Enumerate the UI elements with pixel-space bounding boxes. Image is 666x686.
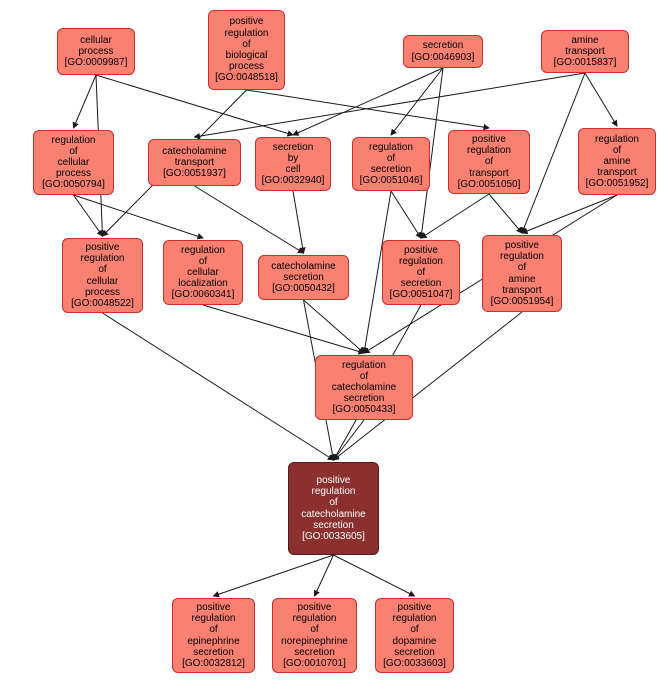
go-node-GO-0015837[interactable]: amine transport[GO:0015837]	[541, 30, 629, 73]
go-term-name: regulation of catecholamine secretion	[331, 359, 397, 405]
go-term-name: catecholamine secretion	[271, 260, 336, 283]
go-node-GO-0032812[interactable]: positive regulation of epinephrine secre…	[172, 598, 255, 673]
go-term-accession: [GO:0046903]	[411, 51, 475, 63]
edge-prt-prat	[488, 193, 523, 234]
go-term-name: positive regulation of biological proces…	[224, 16, 269, 73]
edge-rcp-prcp	[73, 194, 104, 237]
go-node-GO-0051050[interactable]: positive regulation of transport[GO:0051…	[448, 130, 530, 194]
edge-rcs-prcs	[332, 419, 365, 461]
go-node-GO-0010701[interactable]: positive regulation of norepinephrine se…	[272, 598, 357, 673]
go-node-GO-0051937[interactable]: catecholamine transport[GO:0051937]	[148, 139, 241, 186]
go-term-name: positive regulation of amine transport	[500, 239, 544, 296]
go-term-accession: [GO:0048518]	[215, 72, 278, 84]
edge-prcs-pres	[212, 554, 334, 598]
go-node-GO-0050433[interactable]: regulation of catecholamine secretion[GO…	[315, 355, 413, 420]
go-node-GO-0050794[interactable]: regulation of cellular process[GO:005079…	[33, 130, 114, 195]
go-term-name: positive regulation of dopamine secretio…	[392, 601, 437, 658]
go-node-GO-0009987[interactable]: cellular process[GO:0009987]	[57, 28, 135, 75]
edge-rcp-rcl	[73, 194, 204, 240]
edge-at-prat	[521, 72, 586, 234]
edge-at-rat	[584, 72, 618, 127]
go-term-name: positive regulation of transport	[467, 134, 511, 179]
go-node-GO-0032940[interactable]: secretion by cell[GO:0032940]	[255, 137, 331, 191]
go-node-GO-0046903[interactable]: secretion[GO:0046903]	[403, 35, 483, 68]
go-term-accession: [GO:0050433]	[332, 404, 396, 416]
go-node-GO-0048522[interactable]: positive regulation of cellular process[…	[62, 238, 143, 313]
edge-cp-sbc	[95, 74, 294, 137]
go-term-accession: [GO:0051046]	[359, 175, 423, 187]
go-term-name: positive regulation of catecholamine sec…	[301, 474, 366, 531]
go-node-GO-0051047[interactable]: positive regulation of secretion[GO:0051…	[382, 240, 460, 305]
go-term-accession: [GO:0032940]	[261, 175, 325, 187]
go-node-GO-0051046[interactable]: regulation of secretion[GO:0051046]	[352, 137, 430, 191]
go-term-name: regulation of cellular process	[51, 134, 96, 180]
edge-sbc-cs	[292, 190, 306, 254]
go-term-accession: [GO:0015837]	[553, 57, 617, 69]
edge-cp-rcp	[72, 74, 97, 129]
go-node-GO-0050432[interactable]: catecholamine secretion[GO:0050432]	[258, 255, 349, 300]
go-term-name: positive regulation of epinephrine secre…	[187, 601, 240, 658]
go-term-name: positive regulation of secretion	[399, 244, 443, 290]
go-term-name: positive regulation of cellular process	[80, 241, 125, 298]
go-term-name: regulation of cellular localization	[178, 244, 228, 290]
go-term-name: regulation of amine transport	[595, 133, 639, 179]
go-term-accession: [GO:0051952]	[585, 178, 649, 190]
edge-cs-rcs	[303, 299, 365, 354]
go-term-accession: [GO:0048522]	[71, 297, 134, 309]
go-node-GO-0051952[interactable]: regulation of amine transport[GO:0051952…	[578, 128, 656, 195]
go-term-accession: [GO:0051050]	[457, 178, 521, 190]
go-term-name: secretion by cell	[272, 141, 314, 175]
edge-rcl-rcs	[202, 304, 365, 355]
edge-prat-prcs	[332, 311, 523, 461]
go-node-GO-0048518[interactable]: positive regulation of biological proces…	[208, 10, 285, 90]
edge-rat-prat	[521, 194, 618, 234]
edge-at-ct	[193, 72, 586, 140]
go-term-name: regulation of secretion	[369, 141, 413, 175]
go-node-GO-0033603[interactable]: positive regulation of dopamine secretio…	[375, 598, 454, 673]
go-term-accession: [GO:0009987]	[64, 57, 128, 69]
edge-prcp-prcs	[102, 312, 335, 461]
edge-prcs-prns	[313, 554, 334, 597]
edge-sec-prs	[418, 67, 444, 239]
go-term-accession: [GO:0060341]	[171, 289, 235, 301]
go-term-accession: [GO:0032812]	[182, 657, 245, 669]
edge-prt-prs	[420, 193, 490, 239]
edge-prcs-prds	[333, 554, 416, 597]
edge-sec-sbc	[292, 67, 444, 136]
go-term-accession: [GO:0051047]	[389, 289, 453, 301]
go-term-accession: [GO:0050794]	[42, 179, 105, 191]
go-node-GO-0033605[interactable]: positive regulation of catecholamine sec…	[288, 462, 379, 555]
go-term-name: secretion	[422, 40, 464, 52]
go-node-GO-0051954[interactable]: positive regulation of amine transport[G…	[482, 235, 562, 312]
go-term-accession: [GO:0033603]	[383, 657, 446, 669]
go-term-name: positive regulation of norepinephrine se…	[281, 601, 348, 658]
go-term-accession: [GO:0051954]	[490, 295, 554, 307]
go-term-accession: [GO:0033605]	[302, 530, 365, 542]
go-term-name: amine transport	[565, 34, 605, 57]
go-term-accession: [GO:0050432]	[272, 283, 335, 295]
edge-sec-rs	[390, 67, 444, 136]
go-term-accession: [GO:0010701]	[283, 657, 346, 669]
edge-rs-prs	[390, 190, 422, 239]
go-term-accession: [GO:0051937]	[163, 168, 226, 180]
edge-rs-rcs	[361, 190, 392, 354]
edge-ct-cs	[194, 185, 305, 254]
go-term-name: catecholamine transport	[162, 145, 227, 168]
go-node-GO-0060341[interactable]: regulation of cellular localization[GO:0…	[163, 240, 243, 305]
go-term-name: cellular process	[78, 34, 114, 57]
